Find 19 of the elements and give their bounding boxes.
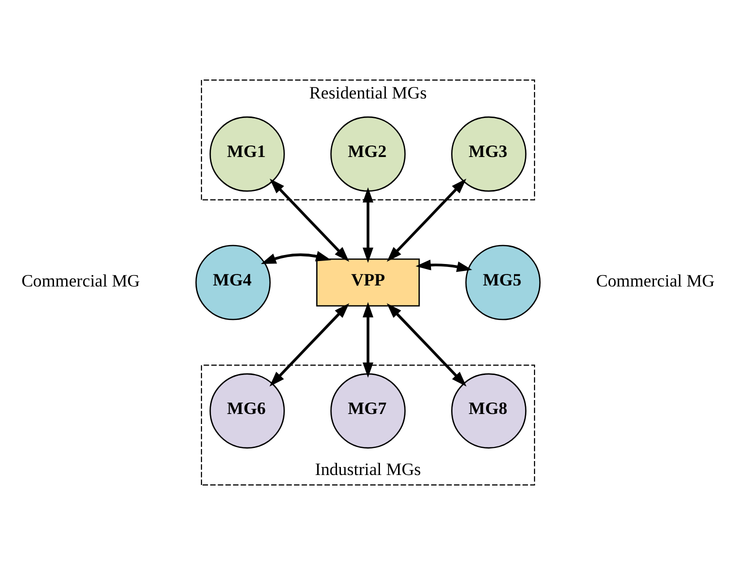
node-label: Commercial MG [21,270,140,291]
node-circle: MG3 [451,116,526,192]
arrow [386,303,466,386]
node-circle: MG8 [451,373,526,449]
node-circle: MG5 [465,244,541,320]
arrow [270,178,350,262]
arrow [362,302,374,378]
node-box: VPP [316,258,420,307]
node-circle: MG6 [210,373,285,449]
node-circle: MG4 [195,244,271,320]
node-label: Commercial MG [596,270,715,291]
arrow [270,303,350,386]
node-circle: MG7 [330,373,406,449]
node-circle: MG2 [330,116,406,192]
arrow [386,178,466,262]
arrow [362,187,374,263]
arrow [260,251,332,264]
node-circle: MG1 [210,116,285,192]
arrow [416,260,472,272]
